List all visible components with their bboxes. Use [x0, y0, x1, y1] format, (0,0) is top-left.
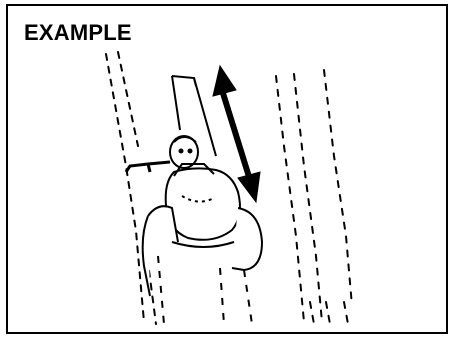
- person-torso: [166, 164, 240, 240]
- background-dashed-lines: [276, 70, 352, 324]
- person-arm: [126, 162, 170, 172]
- seat-height-adjustment-illustration: [8, 6, 448, 332]
- figure-frame: EXAMPLE: [6, 4, 448, 334]
